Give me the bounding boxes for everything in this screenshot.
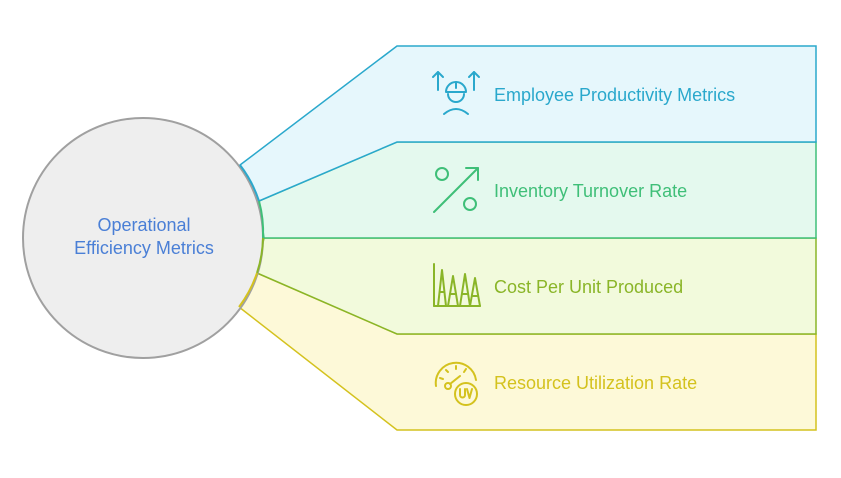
metric-label-resource-utilization: Resource Utilization Rate [494, 373, 698, 393]
gauge-uv-icon [434, 361, 478, 406]
metric-label-employee-productivity: Employee Productivity Metrics [494, 85, 736, 105]
percent-icon [433, 167, 479, 213]
center-arc-blue [239, 164, 260, 202]
metric-label-inventory-turnover: Inventory Turnover Rate [494, 181, 688, 201]
center-arc-green [258, 200, 265, 239]
center-arc-yellow [238, 272, 258, 308]
center-arc-lime [256, 237, 264, 274]
center-title: Operational Efficiency Metrics [44, 214, 244, 260]
metric-label-cost-per-unit: Cost Per Unit Produced [494, 277, 684, 297]
center-title-line2: Efficiency Metrics [74, 238, 214, 258]
center-title-line1: Operational [97, 215, 191, 235]
worker-arrows-up-icon [432, 71, 480, 115]
production-chart-icon [433, 263, 481, 307]
